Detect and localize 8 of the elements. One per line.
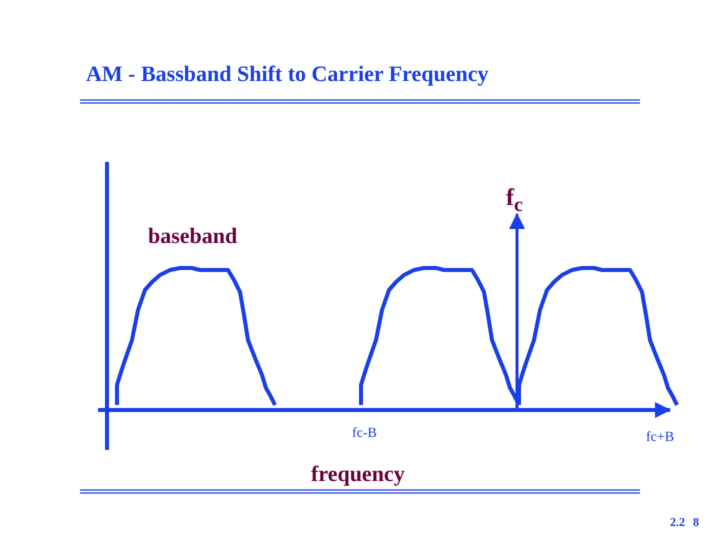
- page-number: 8: [693, 516, 699, 528]
- carrier-label: f$_{c}$: [506, 186, 523, 215]
- band-label: baseband: [148, 225, 238, 247]
- axis-label: fc-B: [352, 427, 377, 441]
- axis-title: frequency: [311, 463, 405, 485]
- slide-title: AM - Bassband Shift to Carrier Frequency: [86, 63, 489, 85]
- axis-label: fc+B: [646, 431, 674, 445]
- section-number: 2.2: [670, 516, 685, 528]
